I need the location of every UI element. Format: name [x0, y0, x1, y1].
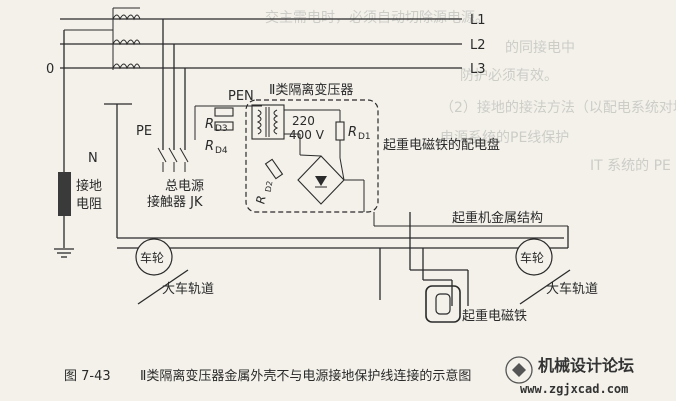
rail-left: 大车轨道	[137, 269, 214, 305]
label-ground-res-1: 接地	[76, 178, 102, 194]
svg-text:交主需电时，必须自动切除源电源。: 交主需电时，必须自动切除源电源。	[265, 9, 489, 26]
label-l2: L2	[470, 38, 486, 53]
label-crane-structure: 起重机金属结构	[452, 210, 543, 226]
label-l3: L3	[470, 62, 486, 77]
label-l1: L1	[470, 13, 486, 28]
figure-caption: 图 7-43 Ⅱ类隔离变压器金属外壳不与电源接地保护线连接的示意图	[64, 368, 471, 384]
bridge-rectifier	[297, 154, 365, 212]
rail-right: 大车轨道	[519, 269, 598, 305]
magnet-feed-lines	[373, 212, 469, 306]
label-400v: 400 V	[289, 128, 325, 142]
svg-text:R: R	[205, 117, 214, 132]
label-n: N	[88, 151, 98, 166]
svg-text:D2: D2	[264, 180, 275, 193]
svg-text:电源系统的PE线保护: 电源系统的PE线保护	[440, 130, 569, 146]
svg-text:R: R	[253, 194, 268, 205]
label-contactor-1: 总电源	[165, 179, 204, 194]
label-rail-right: 大车轨道	[546, 281, 598, 297]
wheel-right: 车轮	[515, 238, 553, 276]
label-pen: PEN	[228, 89, 254, 104]
svg-text:R: R	[348, 125, 357, 140]
svg-text:IT 系统的 PE 线。: IT 系统的 PE 线。	[590, 158, 676, 174]
crane-structure-frame: 起重机金属结构	[117, 210, 569, 249]
svg-text:D4: D4	[215, 146, 228, 156]
watermark-name: 机械设计论坛	[538, 356, 634, 375]
distribution-panel: 起重电磁铁的配电盘	[245, 99, 500, 213]
caption-figure-no: 图 7-43	[64, 369, 111, 384]
label-wheel-right: 车轮	[520, 250, 544, 265]
earth-symbol	[54, 248, 74, 258]
resistor-rd2: R D2	[253, 133, 301, 205]
resistor-rd1: R D1	[284, 109, 371, 158]
pen-conductor: PEN	[194, 89, 262, 140]
svg-text:防护必须有效。: 防护必须有效。	[460, 68, 558, 84]
bleed-through-text: 交主需电时，必须自动切除源电源。 的同接电中 防护必须有效。 （2）接地的接法方…	[265, 9, 676, 174]
label-contactor-2: 接触器 JK	[147, 194, 203, 210]
svg-text:（2）接地的接法方法（以配电系统对地关系示于所在: （2）接地的接法方法（以配电系统对地关系示于所在	[440, 99, 676, 116]
svg-text:D1: D1	[358, 132, 371, 142]
main-contactor-jk: 总电源 接触器 JK	[147, 19, 204, 210]
svg-text:D3: D3	[215, 124, 228, 134]
watermark-url: www.zgjxcad.com	[520, 382, 628, 396]
label-zero: 0	[46, 62, 54, 77]
svg-text:R: R	[205, 139, 214, 154]
isolation-transformer: Ⅱ类隔离变压器 220 400 V	[251, 82, 353, 142]
ground-resistor: 接地 电阻 N	[58, 151, 102, 216]
label-220: 220	[292, 114, 315, 128]
label-magnet: 起重电磁铁	[462, 308, 527, 324]
label-ground-res-2: 电阻	[76, 197, 102, 212]
caption-text: Ⅱ类隔离变压器金属外壳不与电源接地保护线连接的示意图	[140, 368, 471, 384]
resistor-rd4: R D4	[205, 121, 234, 156]
wheel-left: 车轮	[135, 238, 173, 276]
resistor-rd3: R D3	[205, 107, 234, 134]
pe-conductor: PE	[104, 103, 152, 238]
lifting-magnet: 起重电磁铁	[425, 285, 527, 324]
label-pe: PE	[136, 124, 152, 139]
label-panel: 起重电磁铁的配电盘	[383, 137, 500, 153]
label-rail-left: 大车轨道	[162, 281, 214, 297]
watermark: 机械设计论坛 www.zgjxcad.com	[505, 356, 634, 396]
svg-text:的同接电中: 的同接电中	[505, 39, 575, 56]
label-wheel-left: 车轮	[140, 250, 164, 265]
label-transformer: Ⅱ类隔离变压器	[269, 82, 353, 98]
